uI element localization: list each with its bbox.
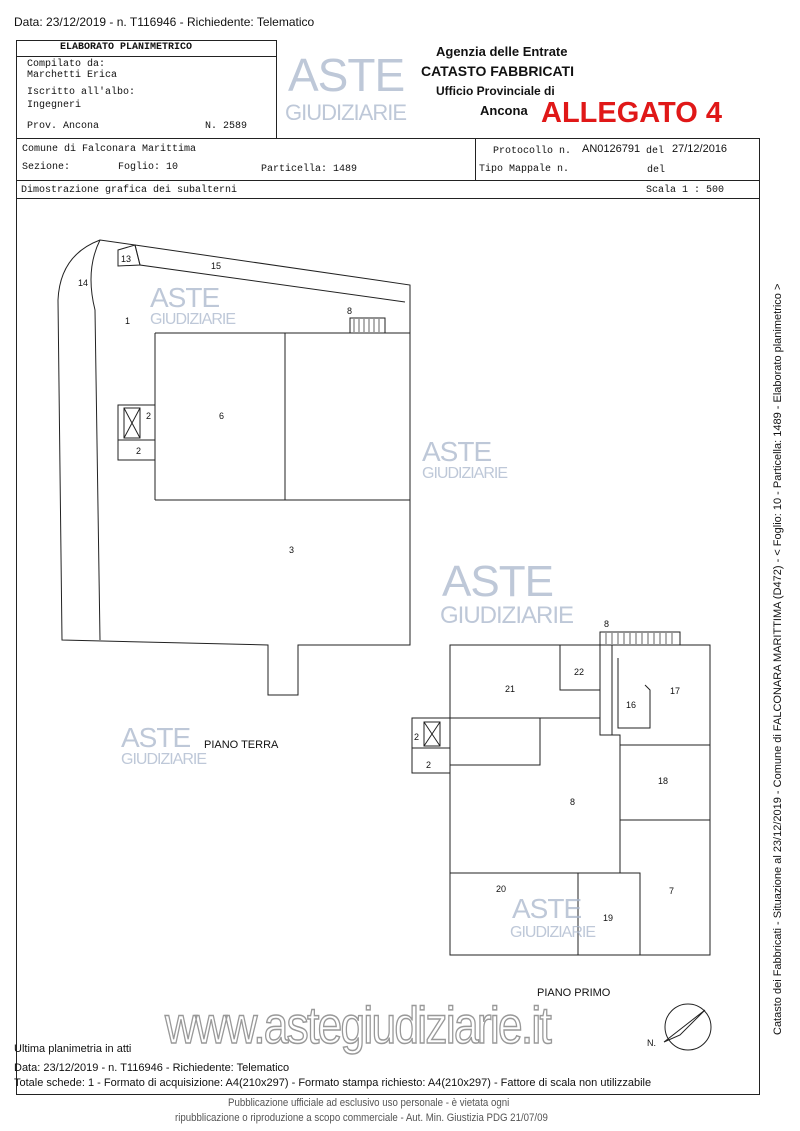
watermark-giudiziarie: GIUDIZIARIE xyxy=(510,924,596,941)
doc-title: ELABORATO PLANIMETRICO xyxy=(60,42,193,53)
watermark-url: www.astegiudiziarie.it xyxy=(164,997,552,1055)
allegato-label: ALLEGATO 4 xyxy=(541,97,722,129)
watermark-aste: ASTE xyxy=(121,722,191,753)
piano-primo-label: PIANO PRIMO xyxy=(537,987,611,999)
comune: Comune di Falconara Marittima xyxy=(22,144,197,155)
del-label: del xyxy=(646,146,665,157)
unit-label: 2 xyxy=(414,732,419,742)
unit-label: 18 xyxy=(658,776,668,786)
footer-data-line: Data: 23/12/2019 - n. T116946 - Richiede… xyxy=(14,1062,290,1074)
unit-label: 2 xyxy=(136,446,141,456)
divider xyxy=(16,180,759,181)
scale: Scala 1 : 500 xyxy=(646,185,725,196)
office-name: Ufficio Provinciale di xyxy=(436,84,555,98)
ultima-planimetria: Ultima planimetria in atti xyxy=(14,1043,132,1055)
unit-label: 13 xyxy=(121,254,131,264)
unit-label: 16 xyxy=(626,700,636,710)
unit-label: 22 xyxy=(574,667,584,677)
watermark-aste: ASTE xyxy=(422,436,492,467)
unit-label: 20 xyxy=(496,884,506,894)
unit-label: 8 xyxy=(347,306,352,316)
unit-label: 7 xyxy=(669,886,674,896)
protocollo-number: AN0126791 xyxy=(582,143,641,155)
unit-label: 19 xyxy=(603,913,613,923)
provincia: Prov. Ancona xyxy=(27,121,100,132)
watermark-aste: ASTE xyxy=(288,49,405,101)
main-frame xyxy=(16,138,760,1095)
compilato-name: Marchetti Erica xyxy=(27,70,118,81)
divider xyxy=(16,198,759,199)
watermark-giudiziarie: GIUDIZIARIE xyxy=(422,465,508,482)
doc-title-box xyxy=(16,40,277,57)
watermark-aste: ASTE xyxy=(512,893,582,924)
unit-label: 14 xyxy=(78,278,88,288)
unit-label: 6 xyxy=(219,411,224,421)
unit-label: 2 xyxy=(146,411,151,421)
albo-number: N. 2589 xyxy=(205,121,248,132)
publication-notice-2: ripubblicazione o riproduzione a scopo c… xyxy=(175,1112,548,1124)
north-circle xyxy=(664,1003,712,1051)
watermark-giudiziarie: GIUDIZIARIE xyxy=(150,311,236,328)
agency-name: Agenzia delle Entrate xyxy=(436,44,568,59)
unit-label: 1 xyxy=(125,316,130,326)
unit-label: 15 xyxy=(211,261,221,271)
watermark-giudiziarie: GIUDIZIARIE xyxy=(121,751,207,768)
divider xyxy=(475,138,476,180)
unit-label: 3 xyxy=(289,545,294,555)
iscritto-label: Iscritto all'albo: xyxy=(27,87,136,98)
del-label-2: del xyxy=(647,165,666,176)
watermark-giudiziarie: GIUDIZIARIE xyxy=(285,100,407,125)
unit-label: 17 xyxy=(670,686,680,696)
foglio: Foglio: 10 xyxy=(118,162,179,173)
protocollo-date: 27/12/2016 xyxy=(672,143,728,155)
publication-notice-1: Pubblicazione ufficiale ad esclusivo uso… xyxy=(228,1097,510,1109)
tipo-mappale: Tipo Mappale n. xyxy=(479,164,570,175)
header-line: Data: 23/12/2019 - n. T116946 - Richiede… xyxy=(14,15,315,29)
unit-label: 21 xyxy=(505,684,515,694)
unit-label: 8 xyxy=(570,797,575,807)
watermark-aste: ASTE xyxy=(442,557,554,606)
watermark-giudiziarie: GIUDIZIARIE xyxy=(440,602,574,629)
piano-terra-label: PIANO TERRA xyxy=(204,739,279,751)
iscritto-value: Ingegneri xyxy=(27,100,82,111)
ground-floor-outline xyxy=(57,239,411,696)
particella: Particella: 1489 xyxy=(261,164,358,175)
office-city: Ancona xyxy=(480,103,528,118)
north-arrow-icon xyxy=(663,1009,706,1043)
protocollo-label: Protocollo n. xyxy=(493,146,572,157)
footer-totale: Totale schede: 1 - Formato di acquisizio… xyxy=(14,1077,652,1089)
section-title: Dimostrazione grafica dei subalterni xyxy=(21,185,238,196)
catasto-title: CATASTO FABBRICATI xyxy=(421,63,574,79)
north-label: N. xyxy=(647,1038,656,1048)
compilato-label: Compilato da: xyxy=(27,59,106,70)
unit-label: 8 xyxy=(604,619,609,629)
watermark-aste: ASTE xyxy=(150,282,220,313)
unit-label: 2 xyxy=(426,760,431,770)
sezione: Sezione: xyxy=(22,162,71,173)
